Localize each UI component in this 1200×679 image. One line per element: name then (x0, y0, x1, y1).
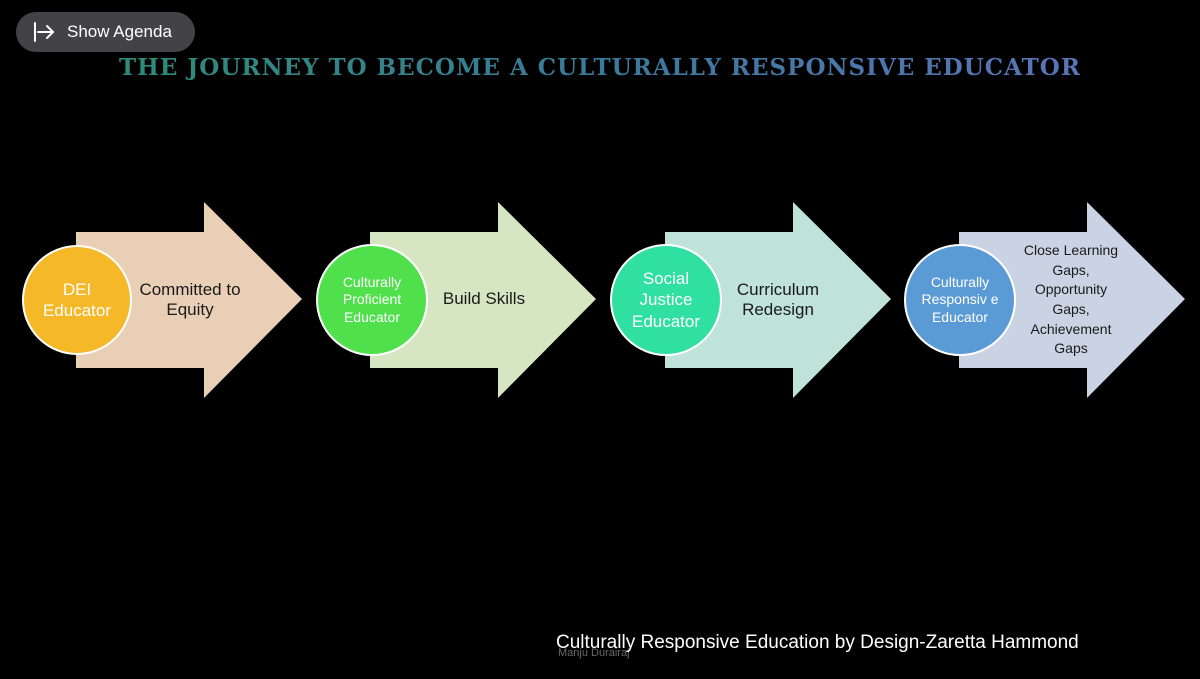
step-2-arrow-text: Build Skills (442, 288, 526, 308)
step-4-circle: Culturally Responsiv e Educator (904, 244, 1016, 356)
step-1-arrow (76, 202, 302, 398)
slide-title: THE JOURNEY TO BECOME A CULTURALLY RESPO… (0, 54, 1200, 81)
step-4-arrow (959, 202, 1185, 398)
step-3-arrow-text: Curriculum Redesign (736, 279, 820, 319)
presenter-name: Manju Durairaj (558, 647, 630, 659)
step-1-arrow-text: Committed to Equity (139, 279, 241, 319)
step-4-arrow-text: Close Learning Gaps, Opportunity Gaps, A… (1023, 242, 1119, 357)
expand-panel-icon (34, 22, 54, 42)
step-3-arrow (665, 202, 891, 398)
step-1-circle: DEI Educator (22, 245, 132, 355)
step-3-circle: Social Justice Educator (610, 244, 722, 356)
step-2-arrow (370, 202, 596, 398)
slide-credit: Culturally Responsive Education by Desig… (556, 632, 1079, 653)
show-agenda-button[interactable]: Show Agenda (16, 12, 195, 52)
show-agenda-label: Show Agenda (67, 22, 172, 41)
slide-title-text: THE JOURNEY TO BECOME A CULTURALLY RESPO… (119, 54, 1081, 81)
step-2-circle: Culturally Proficient Educator (316, 244, 428, 356)
